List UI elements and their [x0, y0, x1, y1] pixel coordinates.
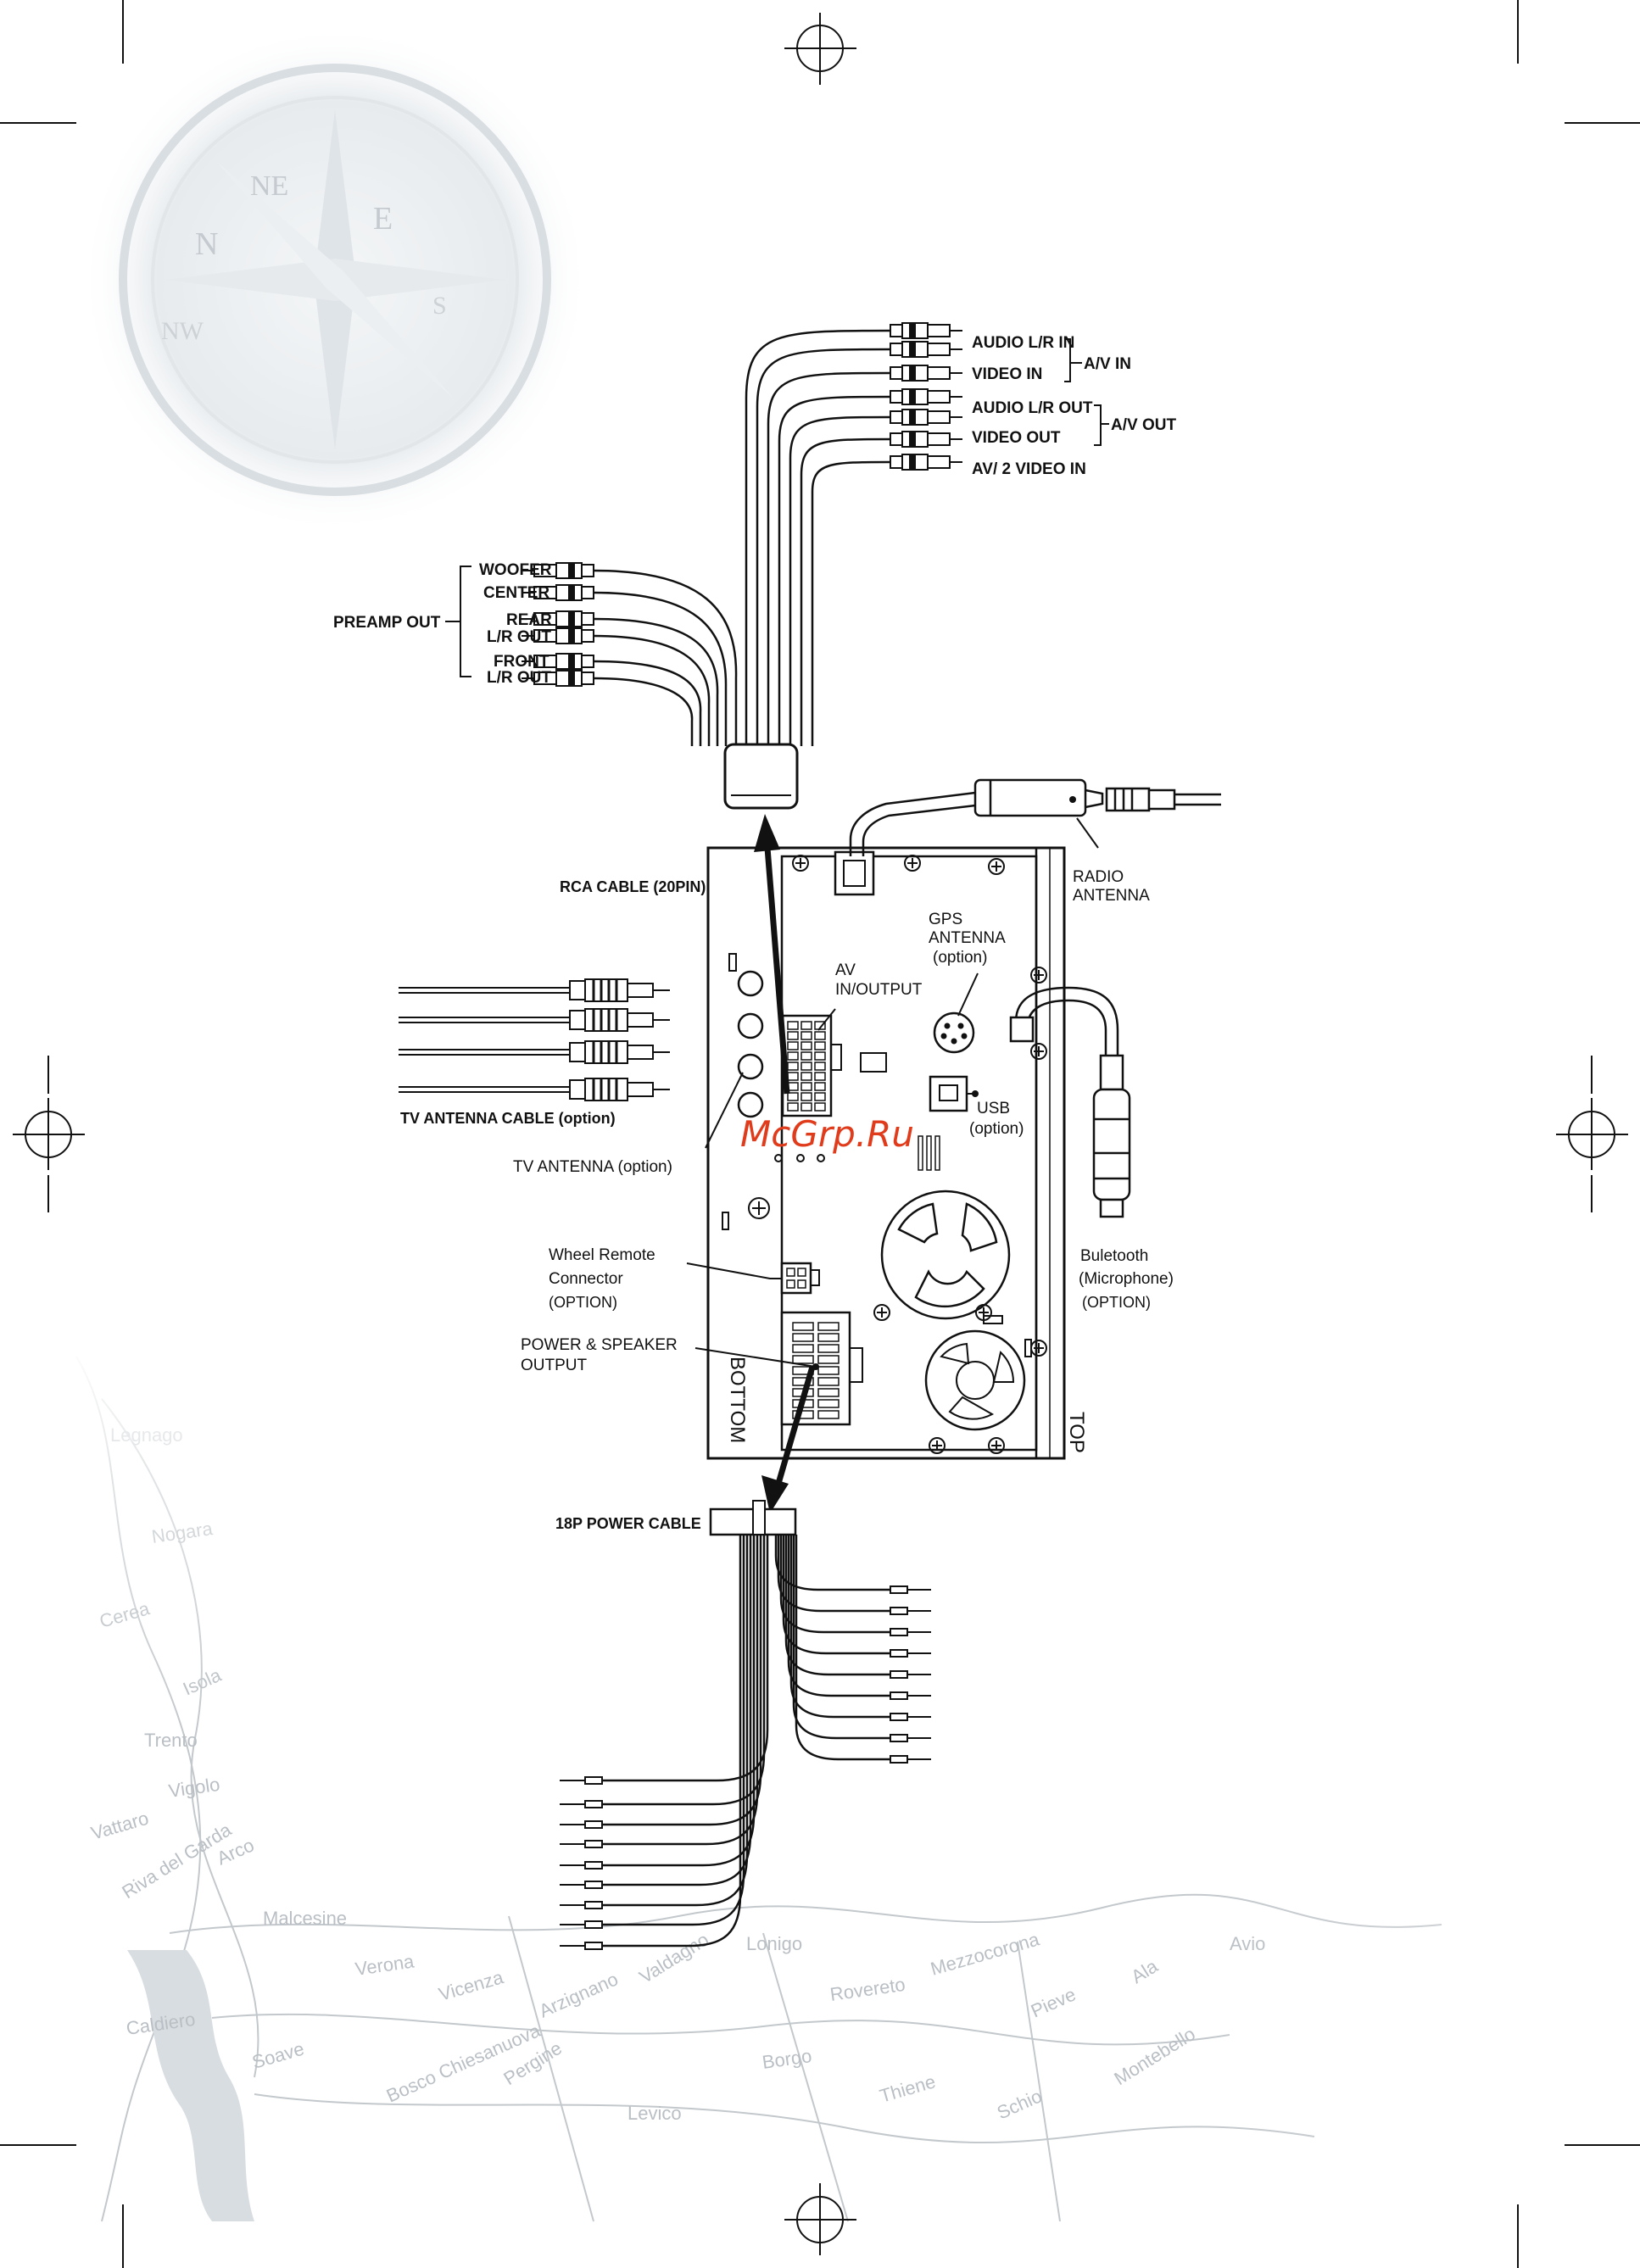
map-place-name: Lonigo	[746, 1933, 802, 1954]
rca-plug	[522, 562, 594, 579]
bluetooth-label-3: (OPTION)	[1082, 1294, 1151, 1311]
bluetooth-microphone-cable	[1009, 986, 1131, 1218]
map-place-name: Mezzocorona	[928, 1928, 1042, 1980]
tv-antenna-cables	[399, 978, 670, 1101]
video-out-label: VIDEO OUT	[972, 429, 1061, 447]
front-label: FRONT	[494, 653, 549, 671]
radio-antenna-label-1: RADIO	[1073, 868, 1124, 886]
map-place-name: Verona	[354, 1950, 416, 1980]
map-place-name: Vattaro	[88, 1808, 151, 1844]
center-label: CENTER	[483, 584, 549, 602]
usb-dot	[972, 1090, 979, 1097]
power-cable-connector	[709, 1500, 797, 1536]
gps-antenna-label-3: (option)	[933, 949, 987, 967]
watermark: McGrp.Ru	[740, 1113, 914, 1155]
video-in-label: VIDEO IN	[972, 365, 1042, 383]
map-place-name: Malcesine	[263, 1908, 347, 1929]
radio-antenna-cable	[849, 778, 1221, 856]
rca-plug	[522, 610, 594, 627]
rca-cable-label: RCA CABLE (20PIN)	[560, 878, 706, 895]
radio-antenna-label-2: ANTENNA	[1073, 887, 1150, 905]
connection-arrows	[764, 847, 816, 1493]
rca-20pin-connector	[723, 743, 799, 810]
map-place-name: Levico	[628, 2103, 682, 2124]
usb-label-2: (option)	[969, 1120, 1024, 1138]
bottom-label: BOTTOM	[726, 1357, 749, 1443]
compass-ne-label: NE	[250, 170, 288, 202]
map-place-name: Arzignano	[536, 1968, 622, 2021]
audio-lr-out-label: AUDIO L/R OUT	[972, 399, 1093, 417]
map-place-name: Thiene	[877, 2070, 938, 2107]
av-rca-plugs	[890, 322, 962, 471]
preamp-bracket	[445, 566, 471, 677]
preamp-out-label: PREAMP OUT	[333, 614, 441, 632]
compass-s-label: S	[432, 292, 447, 320]
gps-antenna-label-1: GPS	[929, 911, 962, 928]
map-place-name: Borgo	[761, 2045, 813, 2073]
bluetooth-label-1: Buletooth	[1080, 1247, 1148, 1265]
rca-plug	[890, 409, 962, 426]
wheel-remote-label-2: Connector	[549, 1270, 623, 1288]
front-lr-out-label: L/R OUT	[487, 669, 551, 687]
preamp-rca-plugs	[522, 562, 594, 687]
head-unit-rear-panel	[706, 846, 1066, 1460]
rca-plug	[890, 431, 962, 448]
compass-e-label: E	[373, 201, 393, 237]
rca-plug	[522, 670, 594, 687]
av-out-label: A/V OUT	[1111, 416, 1176, 434]
map-place-name: Ala	[1127, 1955, 1162, 1987]
rca-plug	[890, 322, 962, 339]
av-io-label-2: IN/OUTPUT	[835, 981, 923, 999]
rca-plug	[522, 653, 594, 670]
gps-antenna-label-2: ANTENNA	[929, 929, 1006, 947]
power-arrowhead	[761, 1475, 789, 1513]
av-in-label: A/V IN	[1084, 355, 1131, 373]
power-speaker-label-2: OUTPUT	[521, 1357, 588, 1374]
tv-antenna-label: TV ANTENNA (option)	[513, 1158, 672, 1176]
power-cable-label: 18P POWER CABLE	[555, 1515, 701, 1532]
compass-nw-label: NW	[161, 317, 204, 345]
map-place-name: Vicenza	[436, 1966, 505, 2005]
leader-lines	[686, 972, 979, 1368]
rca-plug	[522, 627, 594, 644]
map-place-name: Montebello	[1110, 2023, 1199, 2089]
rear-label: REAR	[506, 611, 552, 629]
map-place-name: Vigolo	[167, 1774, 221, 1802]
power-cable-wires	[560, 1535, 931, 1950]
rca-plug	[522, 584, 594, 601]
bluetooth-label-2: (Microphone)	[1079, 1270, 1174, 1288]
rca-plug	[890, 365, 962, 382]
audio-lr-in-label: AUDIO L/R IN	[972, 334, 1074, 352]
radio-antenna-dot	[1069, 796, 1076, 803]
rca-arrowhead	[754, 814, 780, 852]
map-place-name: Rovereto	[828, 1974, 906, 2005]
power-speaker-label-1: POWER & SPEAKER	[521, 1336, 678, 1354]
power-connector-dot	[812, 1363, 819, 1370]
rca-plug	[890, 454, 962, 471]
map-place-name: Pieve	[1028, 1983, 1079, 2021]
map-place-name: Schio	[994, 2085, 1045, 2123]
top-label: TOP	[1065, 1412, 1088, 1453]
av-brackets	[1064, 338, 1109, 446]
wheel-remote-label-3: (OPTION)	[549, 1294, 617, 1311]
usb-label-1: USB	[977, 1100, 1010, 1117]
wheel-remote-label-1: Wheel Remote	[549, 1246, 655, 1264]
av-io-label-1: AV	[835, 961, 856, 979]
compass-background: NE N E NW S	[81, 25, 589, 534]
woofer-label: WOOFER	[479, 561, 552, 579]
map-place-name: Trento	[144, 1730, 198, 1751]
compass-n-label: N	[195, 226, 218, 262]
rca-plug	[890, 388, 962, 405]
map-place-name: Valdagno	[635, 1929, 712, 1988]
tv-antenna-cable-label: TV ANTENNA CABLE (option)	[400, 1110, 616, 1127]
rca-cable-bundle	[593, 329, 891, 746]
av2-video-in-label: AV/ 2 VIDEO IN	[972, 460, 1086, 478]
rear-lr-out-label: L/R OUT	[487, 628, 551, 646]
rca-plug	[890, 341, 962, 358]
